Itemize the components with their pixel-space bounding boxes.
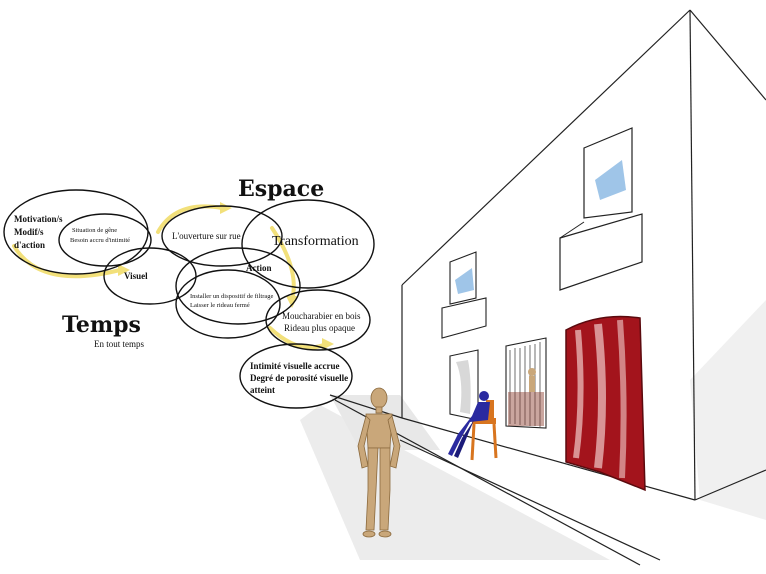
moucharabieh-label-1: Moucharabier en bois (282, 311, 361, 321)
arrow-heads (118, 202, 334, 350)
transformation-label: Transformation (272, 234, 359, 249)
situation-label-2: Besoin accru d'intimité (70, 237, 131, 244)
temps-sub-label: En tout temps (94, 339, 144, 349)
motivation-label-2: Modif/s (14, 227, 44, 237)
wooden-mannequin (357, 387, 401, 538)
situation-label-1: Situation de gêne (72, 227, 118, 234)
intimite-label-1: Intimité visuelle accrue (250, 361, 340, 371)
intimite-label-3: atteint (250, 385, 275, 395)
concept-ellipses (3, 189, 375, 409)
visuel-label: Visuel (124, 271, 148, 281)
action-sub-label-1: Installer un dispositif de filtrage (190, 293, 274, 300)
red-curtain (565, 315, 646, 492)
ground-door (449, 349, 479, 421)
action-sub-label-2: Laisser le rideau fermé (190, 302, 250, 309)
intimite-label-2: Degré de porosité visuelle (250, 373, 349, 383)
temps-label: Temps (62, 312, 141, 338)
moucharabieh-label-2: Rideau plus opaque (284, 323, 355, 333)
middle-window (441, 251, 487, 339)
motivation-label-3: d'action (14, 240, 46, 250)
action-label: Action (246, 263, 272, 273)
motivation-label-1: Motivation/s (14, 214, 63, 224)
upper-window (559, 127, 643, 291)
seated-figure (448, 391, 498, 461)
espace-label: Espace (238, 176, 325, 202)
grill-window (505, 337, 547, 429)
ouverture-label: L'ouverture sur rue (172, 231, 241, 241)
